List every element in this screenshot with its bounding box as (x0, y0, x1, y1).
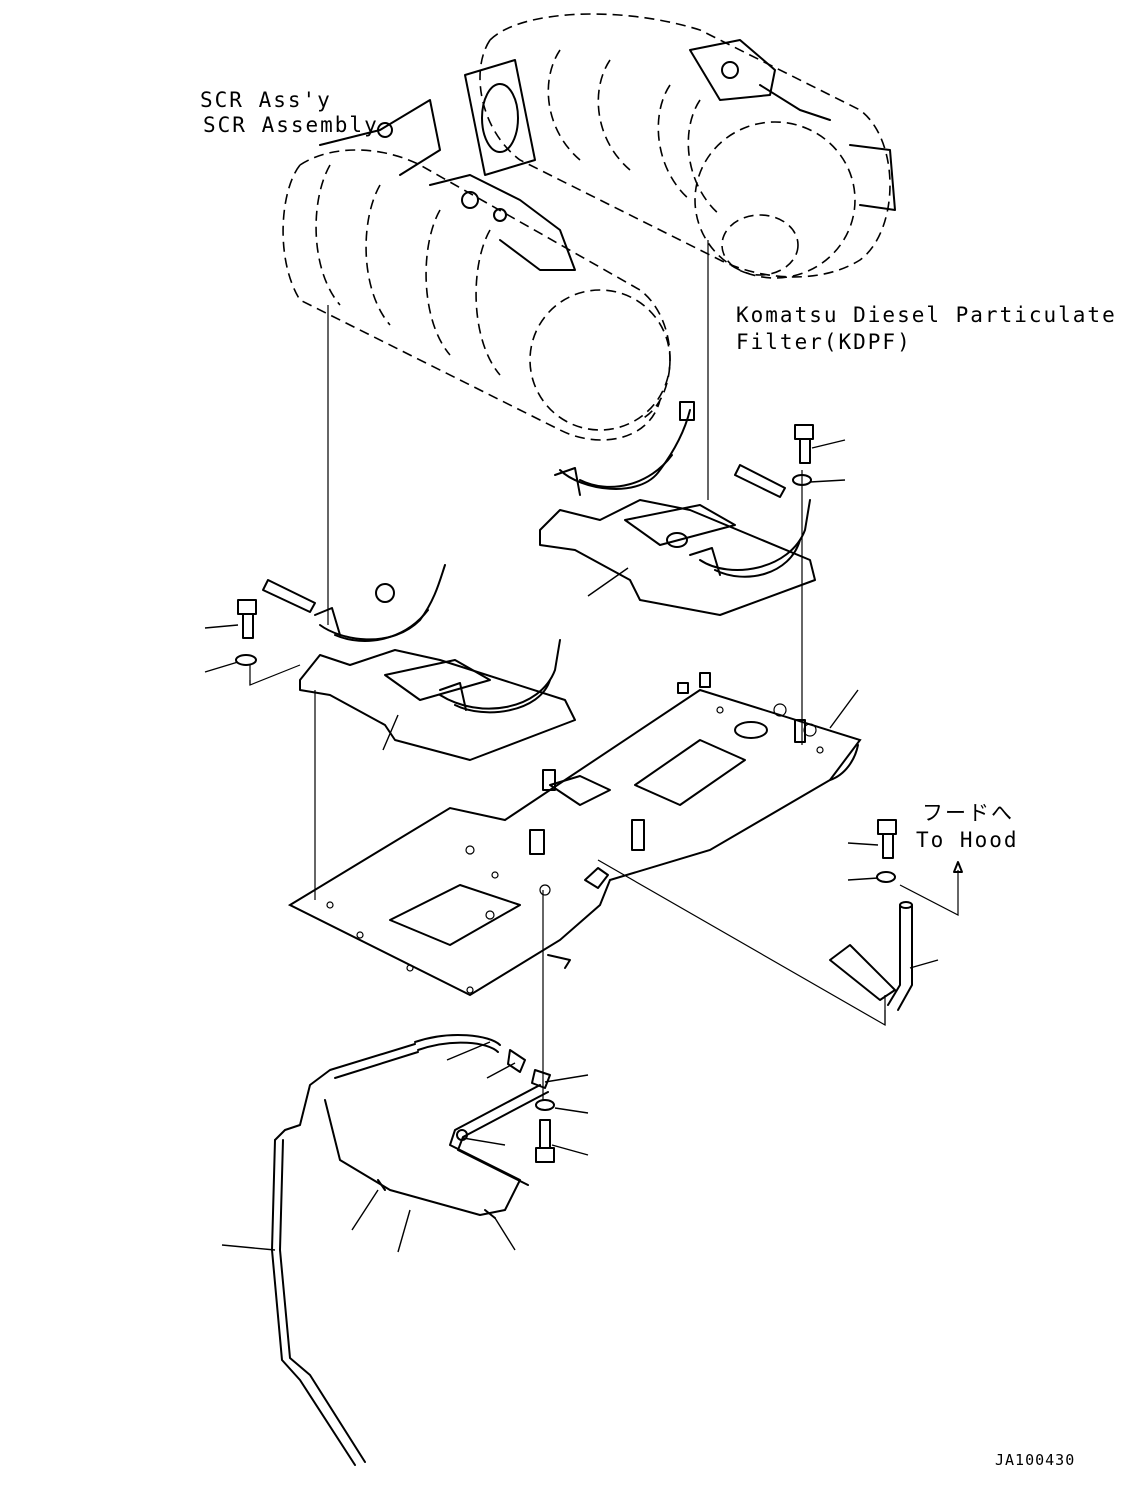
label-kdpf-line1: Komatsu Diesel Particulate (736, 303, 1117, 327)
washer-lower (535, 1099, 555, 1111)
main-plate (287, 672, 862, 997)
drawing-id: JA100430 (995, 1451, 1076, 1469)
label-scr-ja: SCR Ass'y (200, 88, 332, 112)
scr-bracket (299, 564, 576, 761)
bolt-scr-bracket (237, 599, 257, 639)
label-scr-en: SCR Assembly (203, 113, 379, 137)
bolt-kdpf-bracket (794, 424, 814, 464)
kdpf-bracket (539, 401, 816, 616)
leader-lines (204, 439, 939, 1253)
alignment-lines (249, 240, 963, 1100)
washer-scr-bracket (235, 654, 257, 666)
label-hood-ja: フードへ (922, 801, 1014, 825)
label-hood-en: To Hood (916, 828, 1019, 852)
pin-scr-bracket (262, 579, 316, 613)
hood-pipe (829, 901, 913, 1011)
pin-kdpf-bracket (734, 464, 786, 498)
lower-tube (271, 1033, 551, 1466)
scr-cylinder (282, 99, 671, 441)
bolt-hood (877, 819, 897, 859)
label-kdpf-line2: Filter(KDPF) (736, 330, 912, 354)
bolt-lower (535, 1119, 555, 1163)
washer-hood (876, 871, 896, 883)
kdpf-cylinder (464, 13, 896, 279)
